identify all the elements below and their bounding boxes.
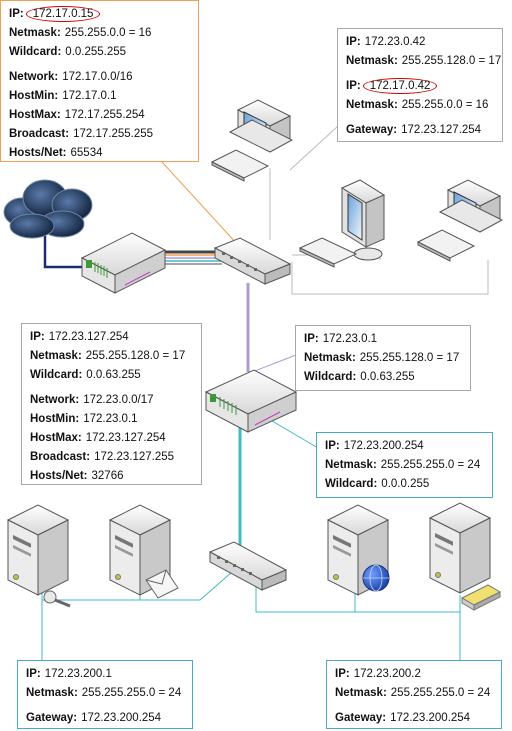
wildcard-value: 0.0.63.255 [360,371,415,383]
line-switch2-to-servers-right [255,585,461,625]
hostmax-value: 172.17.255.254 [64,109,145,121]
hostmax-label: HostMax: [30,432,82,444]
server-globe-icon [326,504,390,596]
gateway-value: 172.23.127.254 [401,124,482,136]
hosts-value: 65534 [70,147,103,159]
hostmin-value: 172.17.0.1 [62,90,117,102]
monitor-computer-icon [298,179,386,268]
line-pc1-to-box [289,125,339,171]
netmask-label: Netmask: [9,27,61,39]
broadcast-value: 172.23.127.255 [94,451,175,463]
hosts-label: Hosts/Net: [30,470,88,482]
ip-label: IP: [335,668,350,680]
netmask-value: 255.255.255.0 = 24 [81,687,182,699]
line-switch-to-pc3 [291,260,489,295]
server-key-icon [6,504,71,608]
desktop-computer-icon [210,99,294,182]
ip-value-highlighted: 172.17.0.42 [362,78,438,94]
netmask-value: 255.255.0.0 = 16 [401,99,489,111]
ip-value: 172.23.200.1 [44,668,112,680]
network-value: 172.23.0.0/17 [83,394,154,406]
router1-info: IP:172.23.127.254 Netmask:255.255.128.0 … [21,323,202,485]
broadcast-label: Broadcast: [30,451,91,463]
switch-icon [213,237,292,285]
router-icon [204,369,298,433]
hostmin-label: HostMin: [9,90,59,102]
line-switch2-to-servers-left [41,571,233,625]
wildcard-label: Wildcard: [304,371,357,383]
netmask-value: 255.255.128.0 = 17 [401,55,502,67]
ip-value-highlighted: 172.17.0.15 [25,6,101,22]
netmask-label: Netmask: [325,459,377,471]
hosts-label: Hosts/Net: [9,147,67,159]
pc-dual-ip-info: IP:172.23.0.42 Netmask:255.255.128.0 = 1… [337,28,503,142]
netmask-label: Netmask: [346,99,398,111]
hostmax-label: HostMax: [9,109,61,121]
wildcard-value: 0.0.63.255 [86,369,141,381]
external-network-info: IP:172.17.0.15 Netmask:255.255.0.0 = 16 … [0,0,199,162]
wildcard-label: Wildcard: [30,369,83,381]
wildcard-label: Wildcard: [9,46,62,58]
broadcast-label: Broadcast: [9,128,70,140]
router2-upper-info: IP:172.23.0.1 Netmask:255.255.128.0 = 17… [295,325,471,391]
hostmax-value: 172.23.127.254 [85,432,166,444]
gateway-label: Gateway: [346,124,398,136]
gateway-label: Gateway: [26,712,78,724]
server-mail-icon [108,504,179,599]
ip-label: IP: [325,440,340,452]
netmask-value: 255.255.0.0 = 16 [64,27,152,39]
ip-value: 172.23.200.2 [353,668,421,680]
netmask-value: 255.255.255.0 = 24 [390,687,491,699]
router-icon [80,232,167,294]
ip-label: IP: [30,331,45,343]
ip-value: 172.23.127.254 [48,331,129,343]
line-external-to-switch [161,161,239,246]
desktop-computer-icon [416,179,504,262]
ip-label: IP: [346,80,361,92]
ip-label: IP: [9,8,24,20]
gateway-label: Gateway: [335,712,387,724]
wildcard-value: 0.0.0.255 [381,478,430,490]
ip-label: IP: [304,333,319,345]
line-cloud-to-router [43,225,95,269]
netmask-label: Netmask: [30,350,82,362]
netmask-label: Netmask: [335,687,387,699]
gateway-value: 172.23.200.254 [81,712,162,724]
network-label: Network: [30,394,80,406]
server-storage-icon [428,502,502,611]
ip-value: 172.23.0.42 [364,36,426,48]
ip-value: 172.23.200.254 [343,440,424,452]
netmask-label: Netmask: [26,687,78,699]
internet-cloud-icon [3,179,93,239]
broadcast-value: 172.17.255.255 [73,128,154,140]
hostmin-label: HostMin: [30,413,80,425]
network-value: 172.17.0.0/16 [62,71,133,83]
netmask-value: 255.255.255.0 = 24 [380,459,481,471]
gateway-value: 172.23.200.254 [390,712,471,724]
server-right-info: IP:172.23.200.2 Netmask:255.255.255.0 = … [326,660,502,729]
netmask-value: 255.255.128.0 = 17 [85,350,186,362]
ip-label: IP: [346,36,361,48]
hostmin-value: 172.23.0.1 [83,413,138,425]
ip-label: IP: [26,668,41,680]
server-left-info: IP:172.23.200.1 Netmask:255.255.255.0 = … [17,660,193,729]
wildcard-label: Wildcard: [325,478,378,490]
switch-icon [208,541,288,591]
netmask-label: Netmask: [304,352,356,364]
wildcard-value: 0.0.255.255 [65,46,127,58]
netmask-value: 255.255.128.0 = 17 [359,352,460,364]
netmask-label: Netmask: [346,55,398,67]
hosts-value: 32766 [91,470,124,482]
ip-value: 172.23.0.1 [322,333,378,345]
router2-lower-info: IP:172.23.200.254 Netmask:255.255.255.0 … [316,432,493,498]
network-label: Network: [9,71,59,83]
